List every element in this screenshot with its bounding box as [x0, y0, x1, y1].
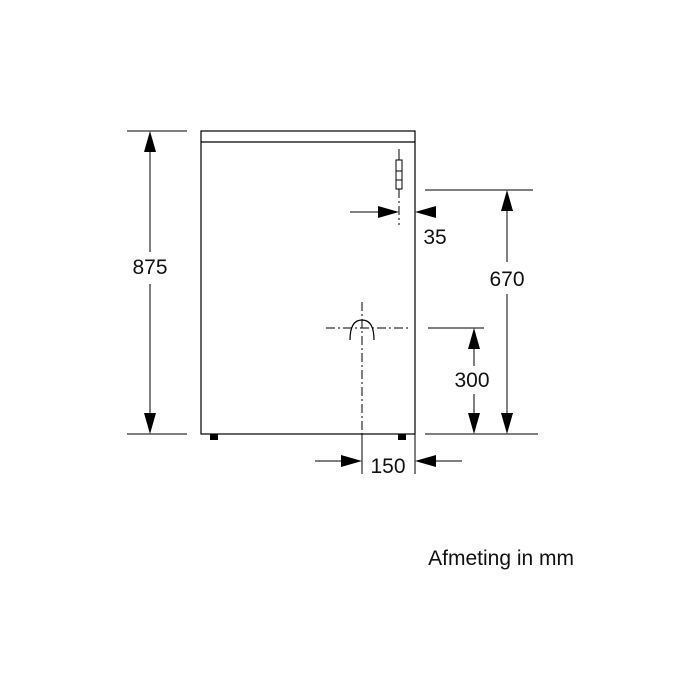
dimension-300: 300 [428, 327, 490, 434]
dimension-label-670: 670 [489, 268, 524, 291]
appliance-outline [200, 130, 416, 440]
water-inlet-icon [395, 149, 403, 225]
dimension-label-300: 300 [454, 369, 489, 392]
right-foot [398, 434, 406, 440]
drain-connection-icon [326, 302, 408, 434]
units-caption: Afmeting in mm [428, 547, 574, 570]
dimension-35: 35 [350, 206, 447, 249]
dimension-150: 150 [315, 434, 462, 478]
dimension-label-875: 875 [132, 256, 167, 279]
left-foot [210, 434, 218, 440]
dimension-875: 875 [127, 130, 187, 435]
dimension-label-150: 150 [370, 455, 405, 478]
dimension-670: 670 [425, 189, 538, 435]
dimension-label-35: 35 [423, 226, 446, 249]
